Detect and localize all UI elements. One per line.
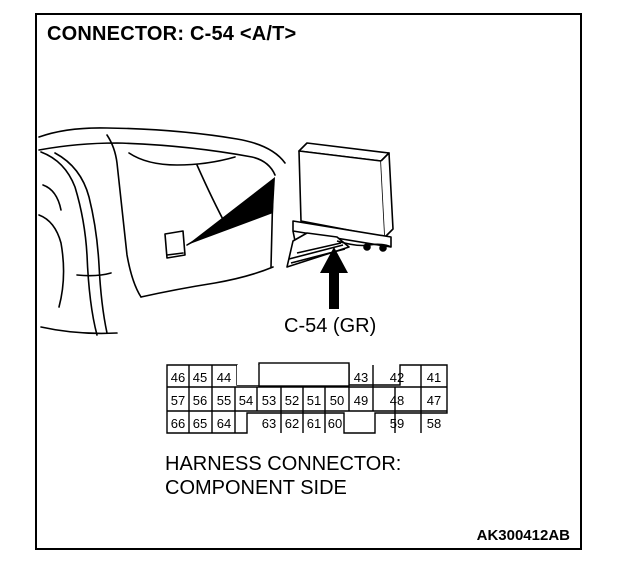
pin-label: 57	[171, 393, 185, 408]
pin-label: 46	[171, 370, 185, 385]
pin-labels: 46 45 44 43 42 41 57 56 55 54 53 52 51 5…	[171, 370, 441, 431]
arrow-up-icon	[320, 247, 348, 309]
control-module	[286, 142, 394, 268]
connector-label: C-54 (GR)	[284, 315, 377, 337]
pin-label: 41	[427, 370, 441, 385]
pin-label: 43	[354, 370, 368, 385]
pin-label: 50	[330, 393, 344, 408]
harness-note-line: COMPONENT SIDE	[165, 477, 347, 499]
diagram-title: CONNECTOR: C-54 <A/T>	[47, 23, 297, 45]
pin-label: 44	[217, 370, 231, 385]
pin-label: 60	[328, 416, 342, 431]
pin-label: 56	[193, 393, 207, 408]
pin-label: 62	[285, 416, 299, 431]
pin-label: 58	[427, 416, 441, 431]
pin-label: 54	[239, 393, 253, 408]
pin-label: 47	[427, 393, 441, 408]
pin-label: 51	[307, 393, 321, 408]
pin-label: 59	[390, 416, 404, 431]
pin-label: 64	[217, 416, 231, 431]
pin-label: 49	[354, 393, 368, 408]
pin-label: 53	[262, 393, 276, 408]
pin-label: 65	[193, 416, 207, 431]
location-pointer	[187, 177, 275, 245]
pin-label: 45	[193, 370, 207, 385]
harness-note: HARNESS CONNECTOR: COMPONENT SIDE	[165, 452, 401, 500]
pin-label: 61	[307, 416, 321, 431]
dashboard-illustration	[38, 127, 286, 336]
pin-label: 55	[217, 393, 231, 408]
pin-label: 48	[390, 393, 404, 408]
figure-code: AK300412AB	[476, 527, 570, 544]
harness-note-line: HARNESS CONNECTOR:	[165, 453, 402, 475]
pin-label: 52	[285, 393, 299, 408]
pin-label: 42	[390, 370, 404, 385]
diagram-artwork: 46 45 44 43 42 41 57 56 55 54 53 52 51 5…	[38, 127, 448, 434]
pin-label: 63	[262, 416, 276, 431]
pin-label: 66	[171, 416, 185, 431]
diagram-frame: CONNECTOR: C-54 <A/T>	[35, 13, 582, 550]
